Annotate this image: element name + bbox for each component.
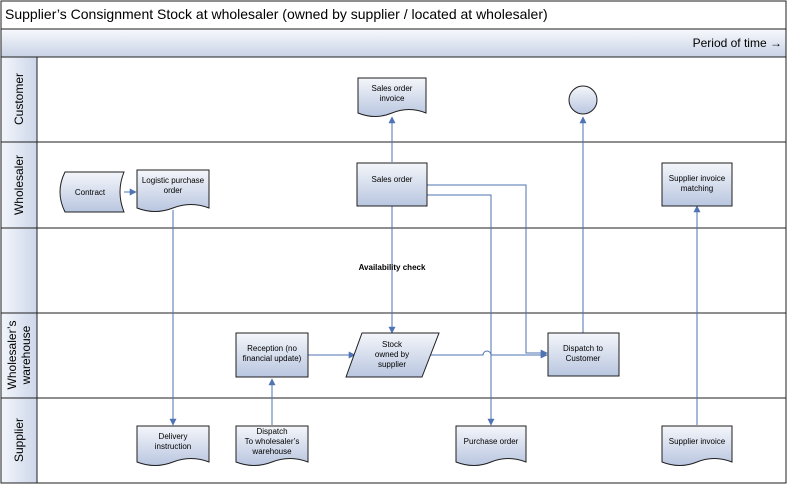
lane-header-blank	[0, 227, 38, 314]
lane-label-warehouse-line1: Wholesaler’s	[5, 321, 19, 390]
contract-label: Contract	[75, 188, 106, 197]
supplier-invoice-document	[661, 425, 733, 466]
diagram-title: Supplier’s Consignment Stock at wholesal…	[5, 6, 548, 22]
period-label: Period of time →	[693, 36, 782, 50]
arrow-order-to-dispatch	[427, 184, 548, 357]
period-header	[0, 28, 787, 58]
logistic-po-label-1: Logistic purchase	[142, 176, 205, 185]
sales-order-box	[356, 162, 428, 207]
logistic-purchase-order-document	[136, 169, 210, 212]
title-bar	[0, 0, 787, 30]
sales-order-label: Sales order	[372, 175, 413, 184]
dispatch-to-customer-box	[547, 332, 620, 377]
dispatch-warehouse-label-2: To wholesaler’s	[245, 437, 300, 446]
lane-header-customer	[0, 56, 38, 143]
dispatch-to-warehouse-document	[235, 425, 309, 466]
lane-body	[36, 56, 787, 484]
arrow-stock-to-dispatch	[431, 350, 548, 359]
reception-label-1: Reception (no	[247, 344, 297, 353]
dispatch-customer-label-1: Dispatch to	[563, 344, 604, 353]
stock-label-2: owned by	[375, 350, 409, 359]
stock-label-3: supplier	[378, 360, 406, 369]
lane-header-wholesaler	[0, 141, 38, 229]
supplier-invoice-matching-box	[661, 162, 733, 207]
purchase-order-label: Purchase order	[464, 437, 519, 446]
lane-header-supplier	[0, 397, 38, 484]
reception-label-2: financial update)	[243, 354, 302, 363]
delivery-label-1: Delivery	[159, 432, 188, 441]
arrow-order-to-purchase	[427, 194, 495, 426]
sales-order-invoice-label-1: Sales order	[372, 84, 413, 93]
logistic-po-label-2: order	[164, 186, 183, 195]
sales-order-invoice-document	[357, 77, 427, 117]
dispatch-warehouse-label-1: Dispatch	[256, 427, 287, 436]
delivery-instruction-document	[136, 425, 210, 466]
matching-label-2: matching	[681, 184, 713, 193]
contract-shape	[59, 171, 125, 213]
dispatch-customer-label-2: Customer	[566, 354, 601, 363]
reception-box	[235, 332, 309, 378]
matching-label-1: Supplier invoice	[669, 174, 726, 183]
availability-check-label: Availability check	[359, 263, 426, 272]
sales-order-invoice-label-2: invoice	[380, 94, 405, 103]
customer-end-circle	[568, 85, 598, 115]
lane-label-customer: Customer	[12, 73, 26, 125]
dispatch-warehouse-label-3: warehouse	[251, 447, 292, 456]
lane-label-wholesaler: Wholesaler	[12, 155, 26, 215]
stock-label-1: Stock	[382, 340, 403, 349]
purchase-order-document	[455, 425, 527, 466]
delivery-label-2: instruction	[155, 442, 191, 451]
lane-label-supplier: Supplier	[12, 418, 26, 462]
stock-parallelogram	[345, 332, 440, 378]
supplier-invoice-label: Supplier invoice	[669, 437, 726, 446]
lane-label-warehouse-line2: warehouse	[19, 325, 33, 385]
